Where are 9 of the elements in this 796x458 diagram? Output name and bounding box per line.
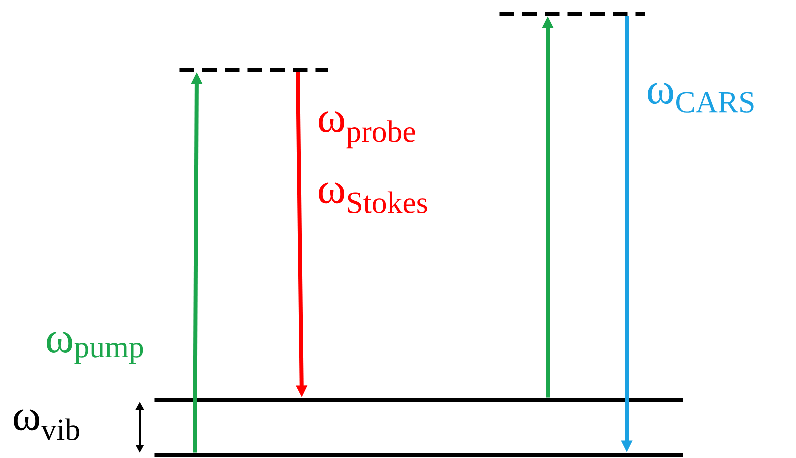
frequency-label: ω$_{CARS}$ (648, 83, 754, 113)
virtual-level-line (180, 68, 328, 72)
energy-level-line (154, 398, 684, 402)
energy-level-line (154, 453, 684, 457)
virtual-level-line (500, 12, 646, 16)
frequency-label: ω$_{pump}$ (46, 332, 144, 364)
frequency-label: ω$_{Stokes}$ (318, 182, 428, 214)
frequency-label: ω$_{vib}$ (14, 410, 80, 440)
frequency-label: ω$_{probe}$ (318, 111, 416, 149)
